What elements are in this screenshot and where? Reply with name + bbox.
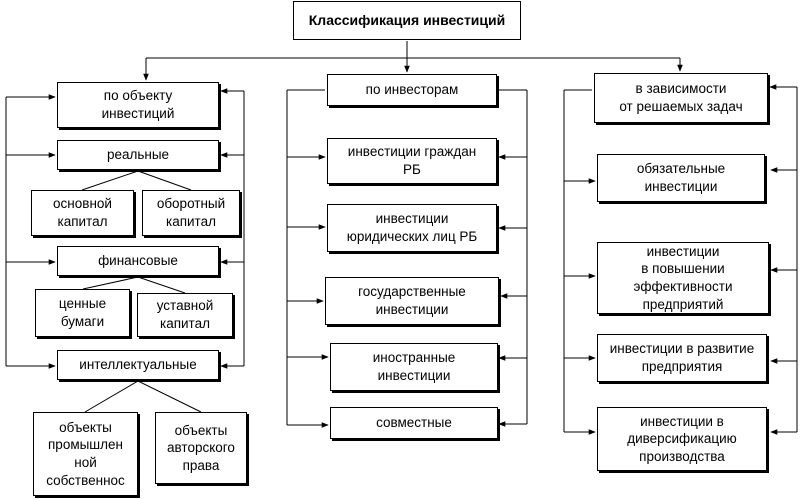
connector-line [82, 276, 139, 290]
mandatory-investments-box: обязательные инвестиции [597, 154, 765, 202]
foreign-investments-box: иностранные инвестиции [330, 343, 498, 391]
object-header-box: по объекту инвестиций [57, 82, 219, 128]
efficiency-investments-box: инвестиции в повышении эффективности пре… [597, 242, 769, 314]
industrial-property-box: объекты промышлен ной собственнос [33, 412, 138, 496]
fixed-capital-box: основной капитал [31, 190, 134, 236]
legal-entities-investments-box: инвестиции юридических лиц РБ [327, 204, 497, 252]
real-box: реальные [57, 140, 219, 170]
connector-line [137, 276, 186, 294]
copyright-objects-box: объекты авторского права [155, 412, 247, 484]
connector-line [81, 170, 139, 191]
development-investments-box: инвестиции в развитие предприятия [597, 334, 767, 382]
intellectual-box: интеллектуальные [57, 350, 219, 380]
connector-line [84, 380, 139, 413]
joint-investments-box: совместные [330, 407, 498, 439]
connector-line [137, 380, 202, 413]
diversification-investments-box: инвестиции в диверсификацию производства [597, 407, 767, 471]
securities-box: ценные бумаги [35, 289, 130, 337]
tasks-header-box: в зависимости от решаемых задач [594, 73, 768, 123]
connector-line [137, 170, 192, 191]
state-investments-box: государственные инвестиции [325, 277, 499, 325]
investors-header-box: по инвесторам [327, 74, 497, 106]
charter-capital-box: уставной капитал [137, 293, 233, 337]
financial-box: финансовые [57, 246, 219, 276]
working-capital-box: оборотный капитал [142, 190, 240, 236]
citizens-investments-box: инвестиции граждан РБ [327, 138, 497, 184]
diagram-title: Классификация инвестиций [293, 1, 521, 40]
